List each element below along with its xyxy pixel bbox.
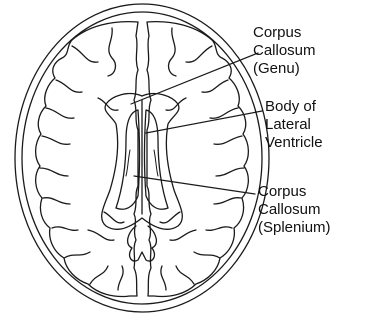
label-corpus-callosum-splenium: Corpus Callosum (Splenium)	[258, 183, 331, 237]
label-line: Ventricle	[265, 134, 323, 152]
label-line: (Splenium)	[258, 219, 331, 237]
label-line: Body of	[265, 98, 323, 116]
label-corpus-callosum-genu: Corpus Callosum (Genu)	[253, 24, 316, 78]
splenium-leader-line	[134, 176, 255, 194]
label-line: (Genu)	[253, 60, 316, 78]
posterior-midline-structure	[128, 226, 157, 261]
label-body-of-lateral-ventricle: Body of Lateral Ventricle	[265, 98, 323, 152]
choroid-left	[126, 150, 130, 176]
label-line: Callosum	[258, 201, 331, 219]
choroid-right	[154, 150, 158, 176]
left-sulci	[40, 28, 124, 290]
label-line: Lateral	[265, 116, 323, 134]
right-sulci	[160, 28, 244, 290]
label-line: Corpus	[253, 24, 316, 42]
label-line: Corpus	[258, 183, 331, 201]
label-line: Callosum	[253, 42, 316, 60]
